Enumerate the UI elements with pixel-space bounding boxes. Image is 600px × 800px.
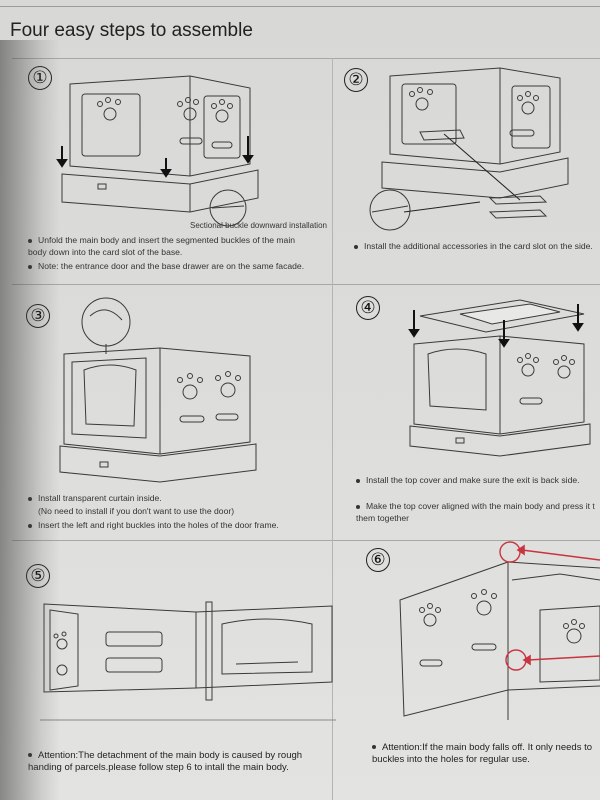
step-4-illustration: [408, 299, 591, 457]
bullet-icon: [28, 496, 32, 501]
bullet-icon: [354, 244, 358, 249]
step-3-note-3: Insert the left and right buckles into t…: [28, 519, 328, 531]
step-1-note-2: Note: the entrance door and the base dra…: [28, 260, 318, 272]
grid-divider-row1: [12, 284, 600, 285]
step-5-note-1: Attention:The detachment of the main bod…: [28, 750, 303, 773]
step-4-note-2: Make the top cover aligned with the main…: [356, 501, 595, 523]
step-2-number: ②: [344, 68, 368, 92]
bullet-icon: [28, 238, 32, 243]
grid-divider-col: [332, 58, 333, 800]
step-2-note-1: Install the additional accessories in th…: [354, 240, 600, 252]
step-1-note-1: Unfold the main body and insert the segm…: [28, 235, 296, 257]
step-5-number: ⑤: [26, 564, 50, 588]
grid-divider-row2: [12, 540, 600, 541]
bullet-icon: [356, 478, 360, 483]
step-1-illustration: [56, 75, 259, 227]
bullet-icon: [28, 753, 32, 758]
page-title: Four easy steps to assemble: [10, 20, 253, 41]
step-3-number: ③: [26, 304, 50, 328]
bullet-icon: [28, 264, 32, 269]
top-border-line: [0, 6, 600, 7]
step-6-illustration: [399, 541, 600, 720]
step-3-note-1: Install transparent curtain inside.: [28, 492, 318, 504]
step-3-note-2: (No need to install if you don't want to…: [38, 506, 235, 516]
step-3-illustration: [59, 297, 257, 483]
step-6-number: ⑥: [366, 548, 390, 572]
step-5-illustration: [40, 601, 336, 721]
step-4-note-1: Install the top cover and make sure the …: [356, 474, 600, 486]
step-6-note-1: Attention:If the main body falls off. It…: [372, 742, 593, 765]
step-4-number: ④: [356, 296, 380, 320]
bullet-icon: [356, 504, 360, 509]
bullet-icon: [372, 745, 376, 750]
bullet-icon: [28, 523, 32, 528]
step-1-callout: Sectional buckle downward installation: [190, 221, 327, 230]
step-2-illustration: [369, 67, 569, 231]
grid-divider-top: [12, 58, 600, 59]
